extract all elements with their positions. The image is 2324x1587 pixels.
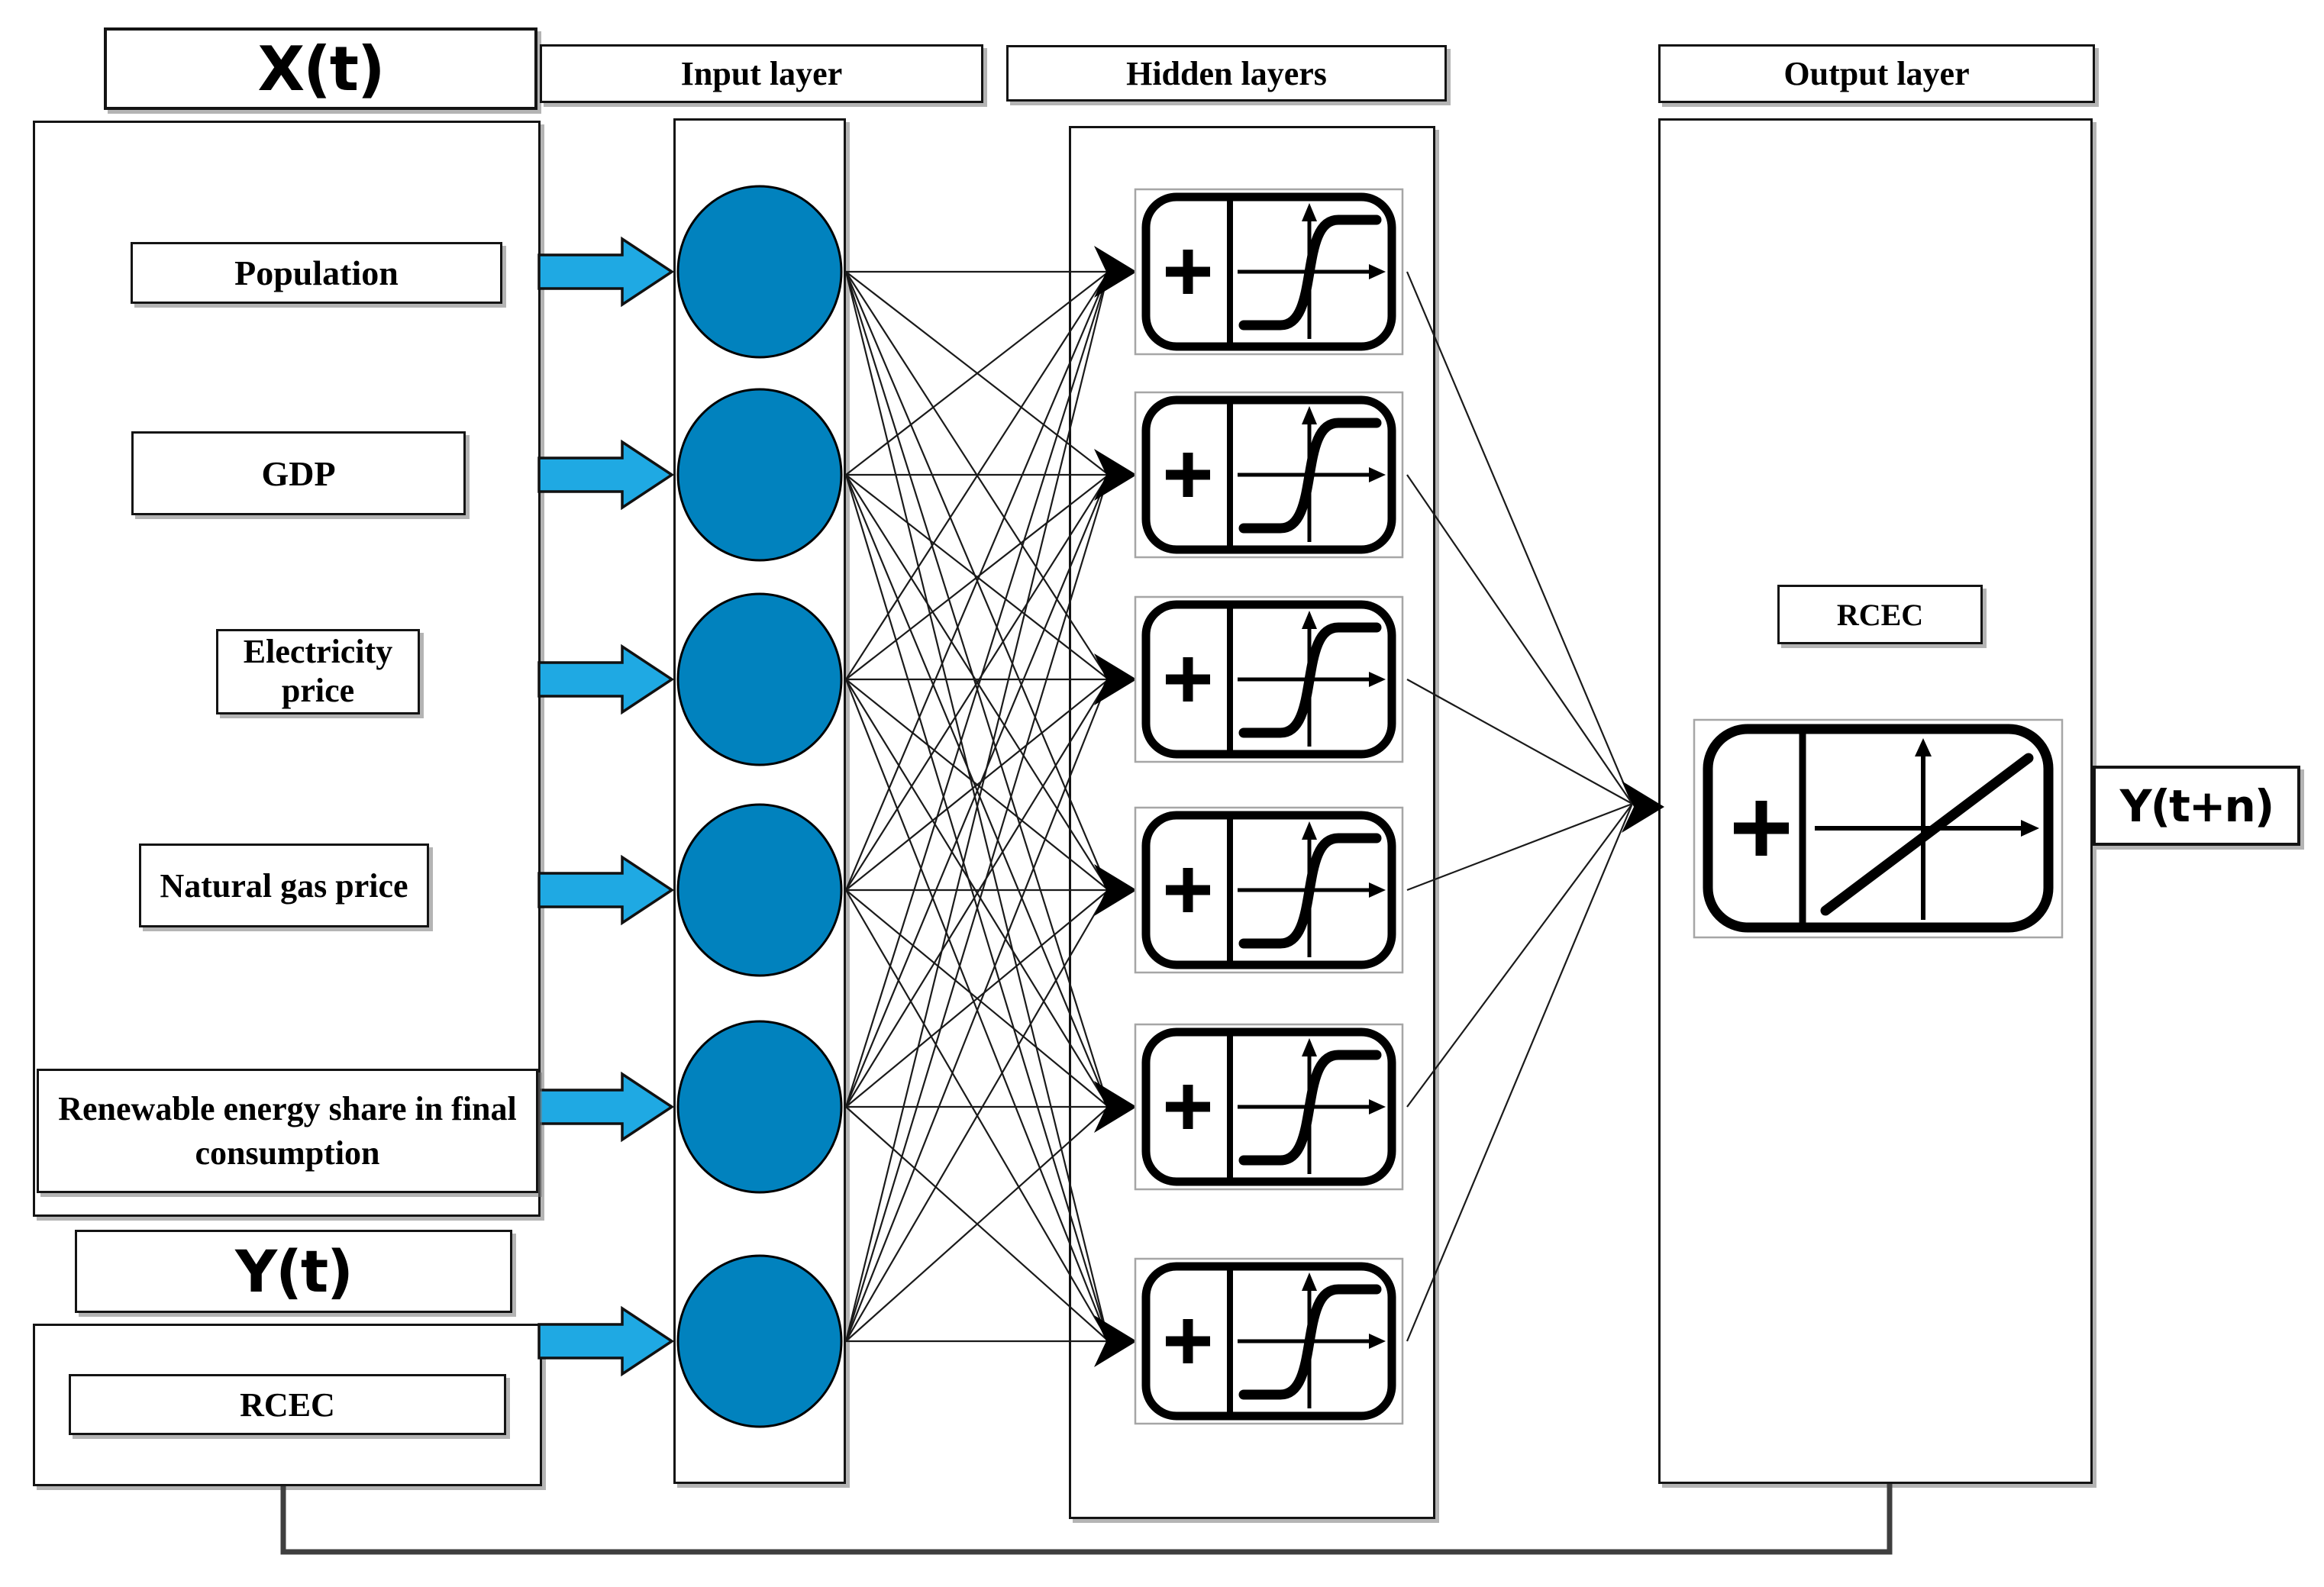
flow-arrow-icon: [537, 236, 675, 308]
connection-line: [1406, 803, 1633, 1108]
hidden-neuron-icon: [1134, 806, 1404, 974]
hidden-neuron-icon: [1134, 595, 1404, 763]
arrowhead-icon: [1622, 781, 1664, 833]
y-t-title-box: Y(t): [75, 1230, 512, 1313]
hidden-output-connections: [1406, 271, 1634, 1342]
output-layer-header: Output layer: [1658, 44, 2095, 103]
arrowheads: [1094, 246, 1664, 1367]
flow-arrow-icon: [537, 1071, 675, 1143]
input-node-circle: [676, 1254, 843, 1428]
x-t-title-box: X(t): [104, 27, 537, 110]
input-box-electricity-price: Electricity price: [216, 629, 420, 714]
input-box-renewable-share: Renewable energy share in final consumpt…: [37, 1069, 538, 1193]
sum-plus-icon: [1166, 657, 1210, 702]
connection-line: [1406, 803, 1634, 1342]
input-layer-header: Input layer: [540, 44, 983, 103]
sum-plus-icon: [1166, 453, 1210, 497]
hidden-layers-header: Hidden layers: [1006, 45, 1447, 102]
sum-plus-icon: [1166, 868, 1210, 912]
sigmoid-activation-icon: [1238, 203, 1386, 339]
sum-plus-icon: [1734, 801, 1789, 856]
sum-plus-icon: [1166, 250, 1210, 294]
hidden-neuron-icon: [1134, 1023, 1404, 1191]
input-node-circle: [676, 592, 843, 766]
input-node-circle: [676, 388, 843, 562]
input-node-circle: [676, 185, 843, 359]
connection-line: [845, 679, 1109, 891]
hidden-layers-container: [1069, 126, 1435, 1519]
flow-arrow-icon: [537, 439, 675, 511]
flow-arrow-icon: [537, 1305, 675, 1377]
input-box-population: Population: [131, 242, 502, 304]
output-layer-container: [1658, 118, 2093, 1484]
output-box-rcec: RCEC: [1777, 585, 1983, 644]
sigmoid-activation-icon: [1238, 406, 1386, 542]
input-box-gdp: GDP: [131, 431, 466, 515]
input-nodes: [676, 185, 843, 1428]
input-hidden-connections: [844, 270, 1110, 1343]
connection-line: [845, 889, 1109, 1108]
sigmoid-activation-icon: [1238, 1273, 1386, 1408]
connection-line: [844, 271, 1110, 1108]
hidden-neuron-icon: [1134, 1257, 1404, 1425]
input-box-natural-gas-price: Natural gas price: [139, 843, 429, 927]
connection-line: [845, 679, 1109, 1108]
connection-line: [845, 1106, 1109, 1342]
y-t-n-result: Y(t+n): [2119, 779, 2275, 832]
input-layer-container: [673, 118, 846, 1484]
input-node-circle: [676, 1020, 843, 1194]
hidden-neuron-icon: [1134, 391, 1404, 559]
connection-line: [845, 474, 1109, 680]
connection-line: [845, 271, 1109, 476]
sigmoid-activation-icon: [1238, 611, 1386, 747]
hidden-neuron-icon: [1134, 188, 1404, 356]
input-box-rcec: RCEC: [69, 1374, 506, 1435]
input-node-circle: [676, 803, 843, 977]
arrowhead-icon: [1094, 864, 1137, 916]
connection-line: [1406, 271, 1634, 805]
y-t-n-result-box: Y(t+n): [2093, 766, 2300, 846]
flow-arrow-icon: [537, 644, 675, 715]
connection-line: [844, 271, 1110, 891]
sum-plus-icon: [1166, 1319, 1210, 1363]
connection-line: [1406, 679, 1633, 805]
recurrent-feedback-line: [280, 1484, 1893, 1555]
sum-plus-icon: [1166, 1085, 1210, 1129]
connection-line: [1406, 802, 1633, 892]
flow-arrow-icon: [537, 854, 675, 926]
connection-line: [845, 474, 1109, 891]
connection-line: [1406, 474, 1633, 805]
arrowhead-icon: [1094, 449, 1137, 501]
connection-line: [844, 271, 1110, 1342]
connection-line: [845, 889, 1109, 1342]
input-flow-arrows: [537, 236, 675, 1377]
output-neuron-icon: [1693, 718, 2064, 939]
sigmoid-activation-icon: [1238, 1038, 1386, 1174]
linear-activation-icon: [1815, 738, 2039, 920]
connection-line: [844, 474, 1110, 1342]
x-t-title: X(t): [257, 33, 385, 105]
sigmoid-activation-icon: [1238, 821, 1386, 957]
arrowhead-icon: [1094, 1081, 1137, 1133]
connection-line: [845, 271, 1109, 680]
arrowhead-icon: [1094, 1315, 1137, 1367]
connection-line: [844, 474, 1110, 1108]
connection-line: [844, 679, 1110, 1342]
y-t-title: Y(t): [235, 1237, 353, 1305]
arrowhead-icon: [1094, 246, 1137, 298]
arrowhead-icon: [1094, 653, 1137, 705]
